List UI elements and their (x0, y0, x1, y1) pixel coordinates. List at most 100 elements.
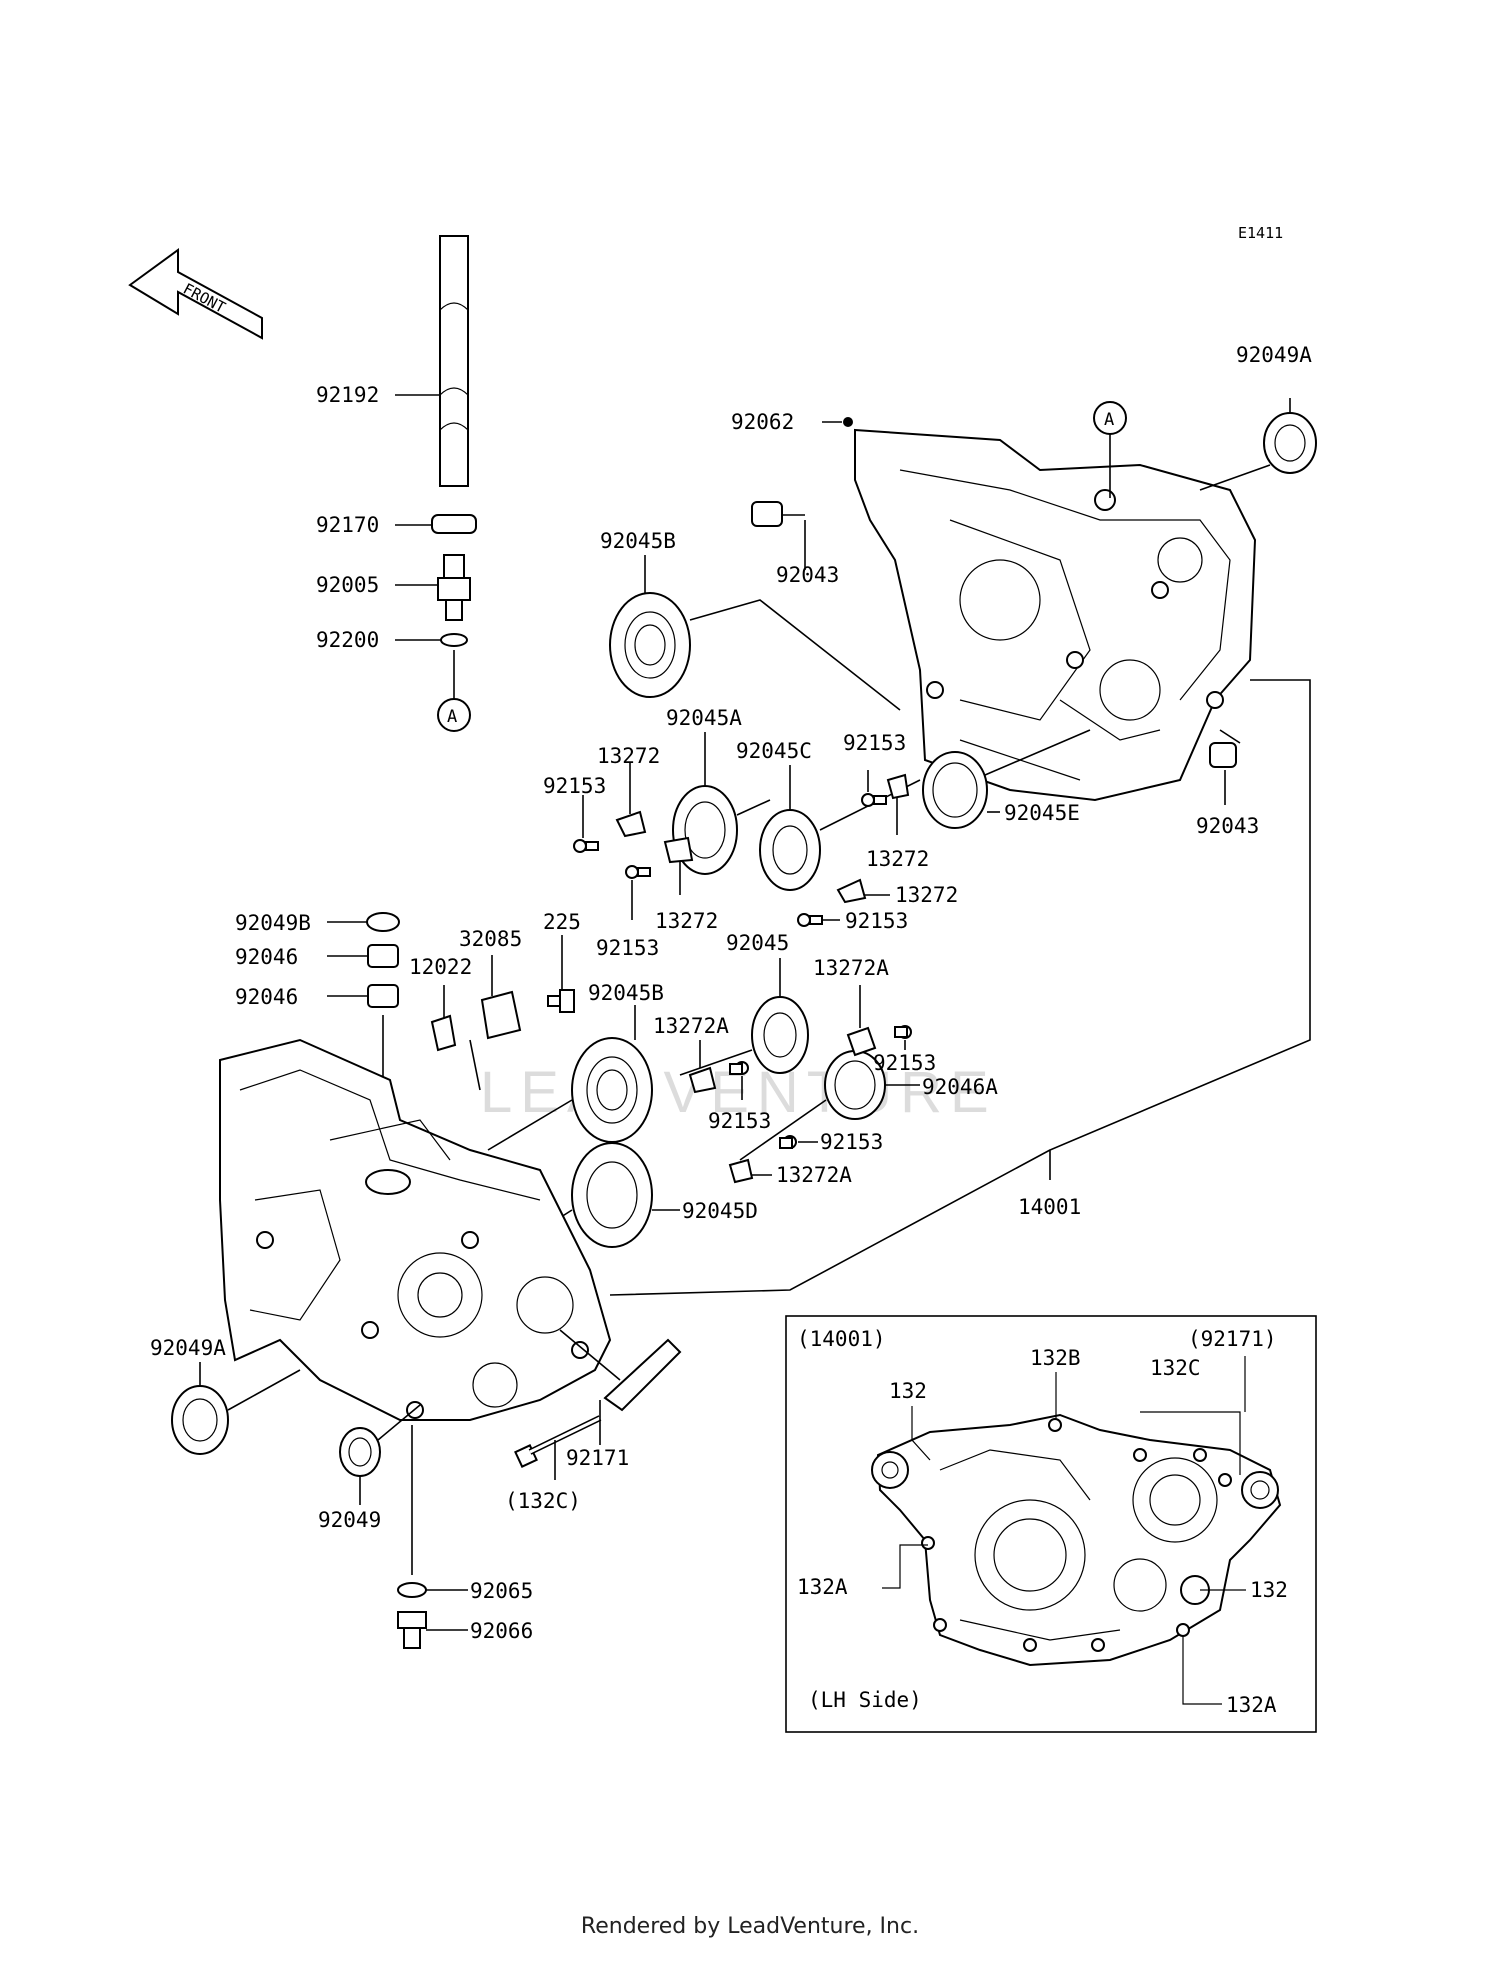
callout-92045E: 92045E (1004, 801, 1080, 825)
callout-14001: 14001 (1018, 1195, 1081, 1219)
callout-92043: 92043 (1196, 814, 1259, 838)
breather-hose-assembly (431, 235, 477, 732)
ref-a-label: A (447, 707, 457, 727)
needle-bearing (367, 984, 399, 1008)
callout-92153: 92153 (843, 731, 906, 755)
screw (779, 1135, 797, 1149)
guide-32085 (480, 990, 522, 1040)
oil-seal-92049A (171, 1385, 229, 1455)
washer (440, 633, 468, 647)
bolt-132C (514, 1415, 602, 1468)
bolt-225 (547, 989, 575, 1013)
callout-12022: 12022 (409, 955, 472, 979)
inset-title: (14001) (797, 1327, 886, 1351)
screw (894, 1025, 912, 1039)
inset-callout-132: 132 (889, 1379, 927, 1403)
oil-seal-92049 (339, 1427, 381, 1477)
inset-callout-132B: 132B (1030, 1346, 1081, 1370)
callout-92153: 92153 (596, 936, 659, 960)
ball-bearing-92045D (571, 1142, 653, 1248)
callout-92049B: 92049B (235, 911, 311, 935)
callout-92062: 92062 (731, 410, 794, 434)
chain-guide-92171 (603, 1338, 682, 1412)
callout-92049: 92049 (318, 1508, 381, 1532)
footer-text: Rendered by LeadVenture, Inc. (580, 1914, 920, 1939)
callout-13272A: 13272A (653, 1014, 729, 1038)
bearing-plate (615, 810, 647, 838)
ball-bearing-92045C (759, 809, 821, 891)
ball-bearing-92045 (751, 996, 809, 1074)
callout-13272A: 13272A (813, 956, 889, 980)
callout-92045A: 92045A (666, 706, 742, 730)
callout-92065: 92065 (470, 1579, 533, 1603)
inset-callout-132A: 132A (797, 1575, 848, 1599)
front-label: FRONT (180, 280, 228, 317)
bearing-plate (688, 1066, 717, 1094)
callout-92046: 92046 (235, 985, 298, 1009)
screw (625, 865, 651, 879)
callout-92045B: 92045B (600, 529, 676, 553)
callout-13272: 13272 (655, 909, 718, 933)
callout-13272: 13272 (866, 847, 929, 871)
callout-92046: 92046 (235, 945, 298, 969)
callout-92153: 92153 (873, 1051, 936, 1075)
bearing-plate (886, 773, 910, 800)
drain-washer (397, 1582, 427, 1598)
callout-92049A: 92049A (1236, 343, 1312, 367)
callout-92170: 92170 (316, 513, 379, 537)
bearing-plate (846, 1026, 877, 1057)
bearing-plate (836, 878, 867, 904)
oil-seal-small (366, 912, 400, 932)
inset-callout-132A: 132A (1226, 1693, 1277, 1717)
front-arrow-icon: FRONT (128, 248, 263, 340)
callout-92066: 92066 (470, 1619, 533, 1643)
bearing-plate (728, 1158, 754, 1184)
inset-side-note: (LH Side) (808, 1688, 922, 1712)
callout-32085: 32085 (459, 927, 522, 951)
screw (573, 839, 599, 853)
inset-ref-92171: (92171) (1188, 1327, 1277, 1351)
screw (861, 793, 887, 807)
breather-fitting (437, 577, 471, 601)
oil-seal (1263, 412, 1317, 474)
callout-92045: 92045 (726, 931, 789, 955)
diagram-id: E1411 (1238, 224, 1283, 242)
callout-92192: 92192 (316, 383, 379, 407)
callout-92153: 92153 (820, 1130, 883, 1154)
plug (843, 417, 853, 427)
callout-13272: 13272 (895, 883, 958, 907)
inset-callout-132C: 132C (1150, 1356, 1201, 1380)
callout-92005: 92005 (316, 573, 379, 597)
screw (797, 913, 823, 927)
callout-92153: 92153 (708, 1109, 771, 1133)
callout-92049A: 92049A (150, 1336, 226, 1360)
bearing-plate (663, 836, 694, 864)
inset-crankcase (876, 1413, 1282, 1667)
callout-13272: 13272 (597, 744, 660, 768)
callout-92153: 92153 (543, 774, 606, 798)
screw (729, 1061, 749, 1075)
needle-bearing-92045E (922, 751, 988, 829)
callout-225: 225 (543, 910, 581, 934)
inset-lh-side: (14001) (92171) 132 132B 132C 132A 132 1… (785, 1315, 1317, 1733)
callout-92045C: 92045C (736, 739, 812, 763)
left-crankcase-half (219, 1038, 612, 1421)
dowel-pin (751, 501, 783, 527)
callout-92045B: 92045B (588, 981, 664, 1005)
breather-hose (439, 235, 469, 487)
callout-92043: 92043 (776, 563, 839, 587)
inset-callout-132: 132 (1250, 1578, 1288, 1602)
callout-92045D: 92045D (682, 1199, 758, 1223)
ref-a-label: A (1104, 410, 1114, 430)
hose-clamp (431, 514, 477, 534)
callout-92046A: 92046A (922, 1075, 998, 1099)
drain-bolt (397, 1611, 427, 1649)
dowel-pin (1209, 742, 1237, 768)
ball-bearing-92045B (609, 592, 691, 698)
callout-92171: 92171 (566, 1446, 629, 1470)
needle-bearing (367, 944, 399, 968)
callout-92200: 92200 (316, 628, 379, 652)
callout-92153: 92153 (845, 909, 908, 933)
ball-bearing-92045B (571, 1037, 653, 1143)
